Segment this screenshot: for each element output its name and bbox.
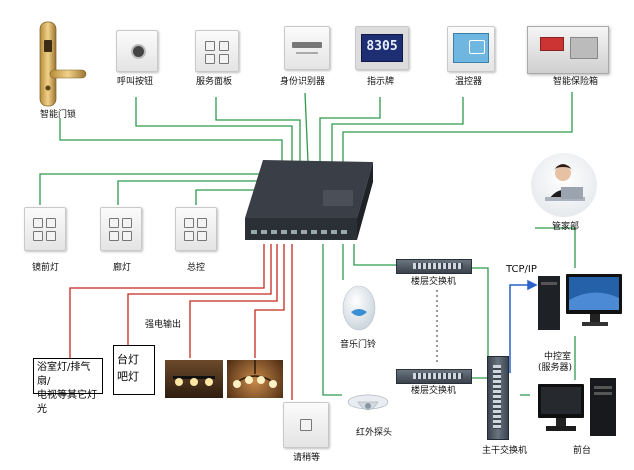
bath-lights-text-1: 浴室灯/排气扇/	[37, 362, 91, 387]
lamps-box: 台灯 吧灯	[113, 345, 155, 395]
master-control-switch	[175, 207, 217, 251]
switch-ports-icon	[493, 365, 501, 429]
service-panel-device	[195, 30, 239, 72]
indicator-screen	[361, 34, 403, 62]
desktop-computer-icon	[538, 274, 622, 330]
room-controller	[245, 160, 373, 244]
temperature-icon	[469, 40, 485, 54]
smart-lock-device	[30, 18, 90, 108]
indicator-number: 8305	[366, 39, 398, 54]
control-room-label: 中控室	[544, 352, 572, 362]
switch-key-icon	[46, 218, 56, 228]
person-at-laptop-icon	[545, 164, 585, 201]
safe-display-icon	[540, 37, 564, 51]
call-button-device	[116, 30, 158, 72]
ir-sensor-device	[345, 392, 391, 420]
front-desk-computer-device	[538, 378, 624, 438]
music-doorbell-label: 音乐门铃	[340, 340, 377, 350]
floor-switch-2-label: 楼层交换机	[411, 386, 457, 396]
mirror-light-label: 镜前灯	[32, 263, 60, 273]
switch-key-icon	[122, 218, 132, 228]
bell-button-icon	[300, 419, 312, 431]
tcpip-arrow	[509, 279, 538, 373]
ir-sensor-icon	[347, 394, 389, 411]
thermostat-label: 温控器	[455, 77, 483, 87]
manager-label: 管家部	[552, 222, 580, 232]
switch-key-icon	[197, 231, 207, 241]
corridor-light-switch	[100, 207, 142, 251]
switch-key-icon	[33, 231, 43, 241]
service-panel-label: 服务面板	[196, 77, 233, 87]
bar-lamp-text: 吧灯	[117, 370, 139, 383]
floor-switch-2-device	[396, 369, 472, 384]
id-reader-label: 身份识别器	[280, 77, 326, 87]
wall-lights-photo	[165, 360, 223, 398]
mirror-light-switch	[24, 207, 66, 251]
corridor-light-label: 廊灯	[113, 263, 132, 273]
switch-key-icon	[184, 231, 194, 241]
ir-sensor-label: 红外探头	[356, 428, 393, 438]
panel-key-icon	[205, 54, 215, 64]
floor-switch-1-device	[396, 259, 472, 274]
red-wires	[69, 244, 293, 400]
floor-switch-1-label: 楼层交换机	[411, 277, 457, 287]
music-doorbell-device	[341, 282, 377, 332]
please-wait-device	[283, 402, 329, 448]
thermostat-device	[447, 26, 495, 72]
smart-lock-label: 智能门锁	[40, 110, 77, 120]
switch-ports-icon	[413, 373, 463, 379]
switch-key-icon	[197, 218, 207, 228]
doorbell-egg-icon	[342, 285, 376, 331]
bath-lights-text-2: 电视等其它灯光	[37, 390, 97, 415]
indicator-device: 8305	[355, 26, 409, 70]
master-control-label: 总控	[187, 263, 206, 273]
door-lock-icon	[39, 21, 87, 107]
desktop-computer-icon	[538, 378, 616, 436]
call-button-label: 呼叫按钮	[117, 77, 154, 87]
manager-device	[531, 153, 597, 217]
call-button-icon	[131, 44, 146, 59]
indicator-label: 指示牌	[367, 77, 395, 87]
switch-key-icon	[46, 231, 56, 241]
switch-key-icon	[109, 218, 119, 228]
chandelier-photo	[227, 360, 283, 398]
safe-keypad-icon	[570, 37, 598, 59]
main-switch-label: 主干交换机	[482, 446, 528, 456]
server-computer-device	[538, 272, 624, 334]
wall-lamp-icon	[173, 376, 215, 386]
tcpip-label: TCP/IP	[506, 264, 537, 275]
please-wait-label: 请稍等	[293, 453, 321, 463]
panel-key-icon	[205, 41, 215, 51]
main-switch-device	[487, 356, 509, 440]
panel-key-icon	[219, 54, 229, 64]
server-label: (服务器)	[538, 363, 573, 373]
safe-box-device	[527, 26, 609, 74]
panel-key-icon	[219, 41, 229, 51]
controller-box-icon	[245, 160, 373, 240]
switch-key-icon	[122, 231, 132, 241]
chandelier-icon	[233, 360, 277, 388]
safe-box-label: 智能保险箱	[553, 77, 599, 87]
front-desk-label: 前台	[573, 446, 592, 456]
id-reader-device	[284, 26, 330, 70]
switch-key-icon	[184, 218, 194, 228]
switch-ports-icon	[413, 263, 463, 269]
switch-key-icon	[33, 218, 43, 228]
switch-key-icon	[109, 231, 119, 241]
bath-lights-box: 浴室灯/排气扇/ 电视等其它灯光	[33, 358, 103, 415]
thermostat-screen	[453, 33, 489, 63]
desk-lamp-text: 台灯	[117, 353, 139, 366]
green-wires	[39, 92, 576, 396]
card-slot-icon	[292, 42, 322, 48]
strong-power-label: 强电输出	[145, 320, 182, 330]
